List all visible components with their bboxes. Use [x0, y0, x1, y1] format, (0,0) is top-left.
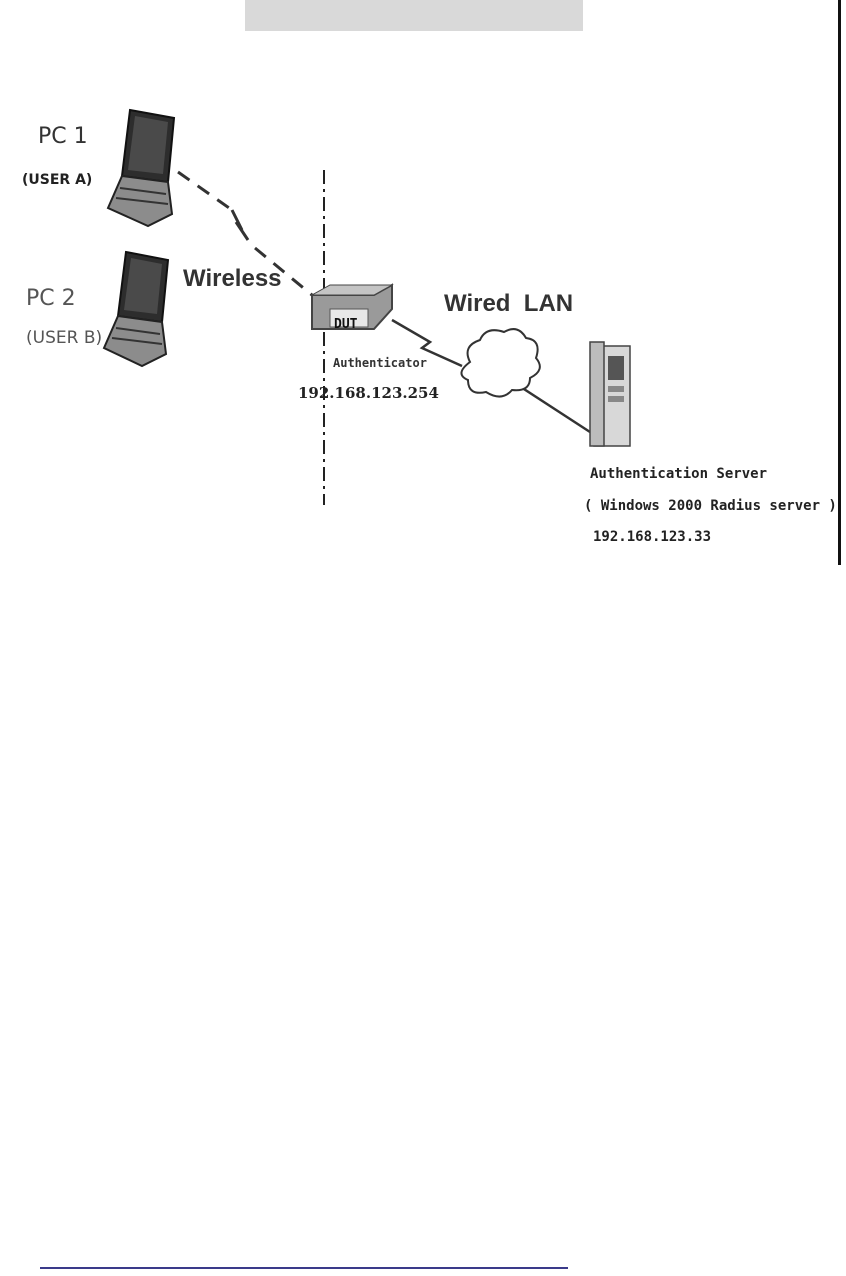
network-diagram: PC 1 (USER A) PC 2 (USER B) Wireless Wir…	[0, 80, 846, 580]
pc2-user-label: (USER B)	[26, 328, 102, 348]
server-tower-icon	[590, 342, 630, 446]
pc1-user-label: (USER A)	[22, 172, 92, 188]
pc1-label: PC 1	[38, 124, 88, 149]
laptop-icon	[108, 110, 174, 226]
laptop-icon	[104, 252, 168, 366]
wired-lan-label: Wired LAN	[444, 290, 573, 318]
bottom-rule	[40, 1267, 568, 1269]
authenticator-ip: 192.168.123.254	[298, 384, 439, 402]
pc2-label: PC 2	[26, 286, 76, 311]
authenticator-label: Authenticator	[333, 356, 427, 370]
top-gray-bar	[245, 0, 583, 31]
server-label: Authentication Server	[590, 466, 767, 482]
device-badge: DUT	[334, 317, 357, 332]
server-ip: 192.168.123.33	[593, 529, 711, 545]
wireless-label: Wireless	[183, 265, 282, 293]
server-detail: ( Windows 2000 Radius server )	[584, 498, 837, 514]
cloud-icon	[461, 329, 539, 396]
